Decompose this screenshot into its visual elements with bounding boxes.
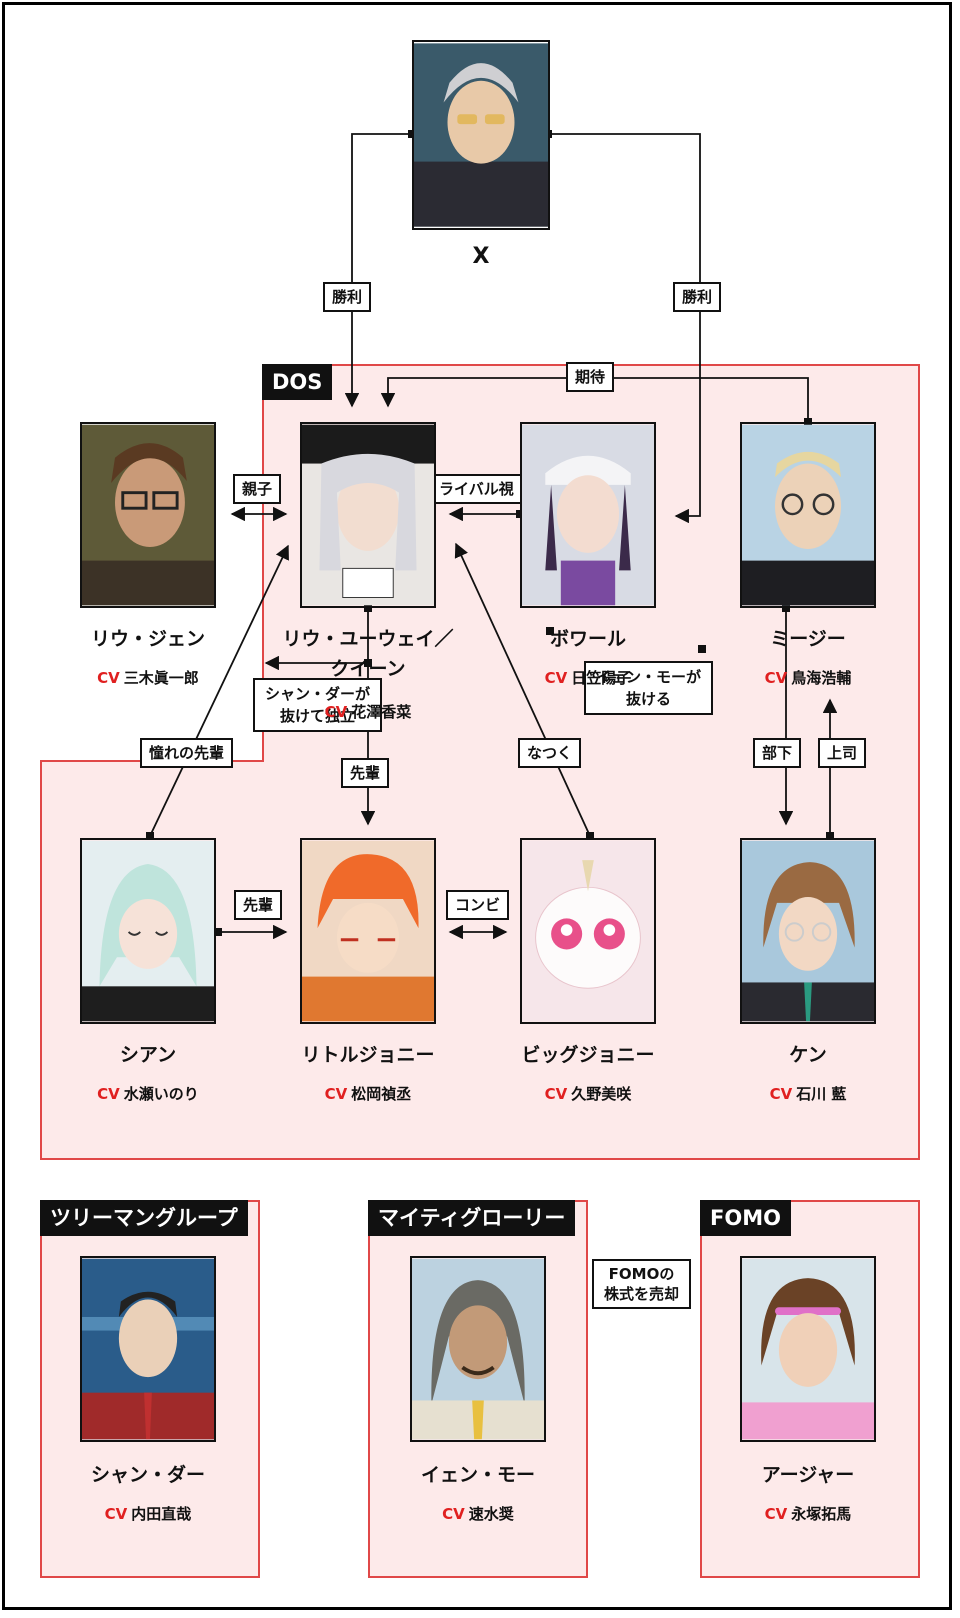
cv-tag: CV xyxy=(764,1505,788,1523)
node-yen-right xyxy=(546,627,554,635)
label-admire: 憧れの先輩 xyxy=(140,738,234,768)
label-shan-leave: シャン・ダーが 抜けて独立 xyxy=(253,678,383,732)
portrait-liu-zhen xyxy=(80,422,216,608)
portrait-yen-mo xyxy=(410,1256,546,1442)
cv-tag: CV xyxy=(324,1085,348,1103)
cv-shian-actor: 水瀬いのり xyxy=(123,1085,199,1103)
portrait-boire xyxy=(520,422,656,608)
portrait-shan-da xyxy=(80,1256,216,1442)
cv-tag: CV xyxy=(97,1085,120,1103)
portrait-miji xyxy=(740,422,876,608)
label-attached: なつく xyxy=(518,738,582,768)
cv-tag: CV xyxy=(104,1505,128,1523)
cv-tag: CV xyxy=(544,669,568,687)
mighty-glory-group-tag: マイティグローリー xyxy=(368,1200,576,1236)
label-yen-leave: イェン・モーが 抜ける xyxy=(584,661,714,715)
label-combi: コンビ xyxy=(446,890,510,920)
cv-big-johnny-actor: 久野美咲 xyxy=(571,1085,632,1103)
name-queen-2: クイーン xyxy=(330,658,406,680)
name-little-johnny: リトルジョニー xyxy=(301,1044,435,1066)
node-ken-top xyxy=(826,832,834,840)
portrait-shian xyxy=(80,838,216,1024)
portrait-little-johnny xyxy=(300,838,436,1024)
label-subordinate: 部下 xyxy=(753,738,802,768)
cv-miji-actor: 鳥海浩輔 xyxy=(791,669,852,687)
dos-group-box-step-fill xyxy=(264,760,918,764)
cv-archer-actor: 永塚拓馬 xyxy=(791,1505,852,1523)
cv-tag: CV xyxy=(769,1085,793,1103)
node-shian-right xyxy=(214,928,222,936)
label-parent-child: 親子 xyxy=(233,474,282,504)
cv-ken-actor: 石川 藍 xyxy=(796,1085,847,1103)
name-shan-da: シャン・ダー xyxy=(90,1464,205,1486)
label-boss: 上司 xyxy=(818,738,867,768)
line-x-boire xyxy=(548,133,701,524)
label-shan-leave-line2: 抜けて独立 xyxy=(280,707,356,725)
fomo-group-tag: FOMO xyxy=(700,1200,791,1236)
cv-shan-da-actor: 内田直哉 xyxy=(131,1505,192,1523)
portrait-big-johnny xyxy=(520,838,656,1024)
cv-little-johnny-actor: 松岡禎丞 xyxy=(351,1085,412,1103)
label-fomo-sell-line2: 株式を売却 xyxy=(604,1285,680,1303)
cv-tag: CV xyxy=(324,703,348,721)
portrait-x-image xyxy=(414,43,548,227)
cv-tag: CV xyxy=(544,1085,568,1103)
node-miji-bottom xyxy=(782,604,790,612)
label-senpai-down: 先輩 xyxy=(341,758,390,788)
label-senpai-right: 先輩 xyxy=(234,890,283,920)
portrait-ken xyxy=(740,838,876,1024)
label-win-right: 勝利 xyxy=(673,282,722,312)
label-yen-leave-line1: イェン・モーが xyxy=(596,668,702,686)
portrait-queen xyxy=(300,422,436,608)
portrait-x xyxy=(412,40,550,230)
node-bigjohnny-top xyxy=(586,832,594,840)
cv-liu-zhen-actor: 三木眞一郎 xyxy=(123,669,199,687)
label-yen-leave-line2: 抜ける xyxy=(626,690,672,708)
name-yen-mo: イェン・モー xyxy=(420,1464,535,1486)
dos-group-tag: DOS xyxy=(262,364,333,400)
line-admire xyxy=(149,544,289,837)
node-fomo-left xyxy=(698,645,706,653)
label-win-left: 勝利 xyxy=(323,282,372,312)
cv-queen-actor: 花澤香菜 xyxy=(351,703,412,721)
name-liu-zhen: リウ・ジェン xyxy=(90,628,205,650)
name-archer: アージャー xyxy=(761,1464,855,1486)
name-boire: ボワール xyxy=(549,628,626,650)
node-shian-top xyxy=(146,832,154,840)
name-big-johnny: ビッグジョニー xyxy=(521,1044,655,1066)
cv-tag: CV xyxy=(97,669,120,687)
name-queen-1: リウ・ユーウェイ／ xyxy=(282,628,454,650)
three-man-group-tag: ツリーマングループ xyxy=(40,1200,248,1236)
node-yen-left xyxy=(364,659,372,667)
name-shian: シアン xyxy=(119,1044,177,1066)
name-ken: ケン xyxy=(789,1044,827,1066)
cv-boire-actor: 日笠陽子 xyxy=(571,669,632,687)
cv-yen-mo-actor: 速水奨 xyxy=(468,1505,514,1523)
label-fomo-sell: FOMOの 株式を売却 xyxy=(592,1259,692,1309)
name-x: X xyxy=(472,244,490,269)
line-x-queen xyxy=(344,133,412,408)
label-fomo-sell-line1: FOMOの xyxy=(608,1265,675,1283)
cv-tag: CV xyxy=(442,1505,465,1523)
name-miji: ミージー xyxy=(770,628,846,650)
cv-tag: CV xyxy=(764,669,788,687)
label-expect: 期待 xyxy=(566,362,615,392)
portrait-archer xyxy=(740,1256,876,1442)
node-queen-bottom xyxy=(364,604,372,612)
line-attached xyxy=(454,542,591,837)
label-rival: ライバル視 xyxy=(430,474,523,504)
label-shan-leave-line1: シャン・ダーが xyxy=(265,685,371,703)
